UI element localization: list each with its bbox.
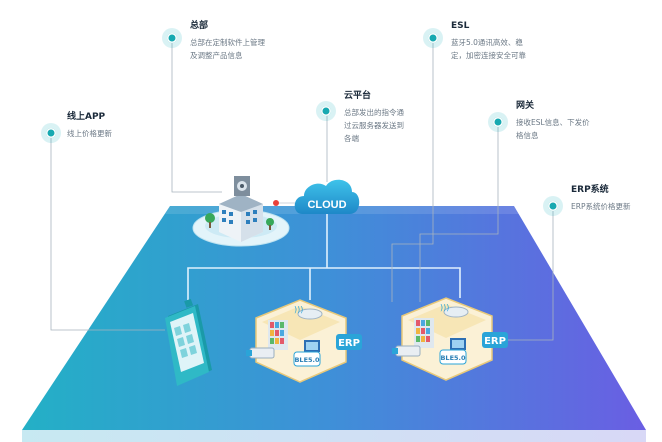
callout-title: ERP系统 xyxy=(571,185,609,195)
hq-marker-icon xyxy=(162,28,182,48)
erp-marker-icon xyxy=(543,196,563,216)
callout-erp: ERP系统 ERP系统价格更新 xyxy=(571,184,630,213)
callout-title: 网关 xyxy=(516,101,535,111)
erp-label-left: ERP xyxy=(338,338,360,349)
store-right: BLE5.0 ERP ))) xyxy=(392,297,508,381)
callout-desc-line: 总部在定制软件上管理 xyxy=(190,38,265,47)
online-app-marker-icon xyxy=(41,123,61,143)
callout-desc-line: ERP系统价格更新 xyxy=(571,202,631,211)
callout-online-app: 线上APP 线上价格更新 xyxy=(67,111,112,140)
mobile-device-icon xyxy=(165,298,212,386)
store-left: BLE5.0 ERP ))) xyxy=(246,299,362,383)
callout-cloud-platform: 云平台 总部发出的指令通 过云服务器发送到 各端 xyxy=(344,90,404,145)
callout-desc-line: 接收ESL信息、下发价 xyxy=(516,118,590,127)
network-lines xyxy=(187,214,461,300)
callout-desc-line: 各端 xyxy=(344,134,359,143)
callout-desc-line: 线上价格更新 xyxy=(67,129,112,138)
cloud-label: CLOUD xyxy=(307,199,346,211)
wifi-icon: ))) xyxy=(440,303,449,312)
esl-marker-icon xyxy=(423,28,443,48)
callout-gateway: 网关 接收ESL信息、下发价 格信息 xyxy=(516,100,590,142)
hq-building xyxy=(192,176,290,247)
callout-desc-line: 过云服务器发送到 xyxy=(344,121,404,130)
erp-label-right: ERP xyxy=(484,336,506,347)
callout-leaders xyxy=(50,42,554,341)
wifi-icon: ))) xyxy=(294,305,303,314)
ble-label-right: BLE5.0 xyxy=(440,354,466,362)
callout-desc-line: 蓝牙5.0通讯高效、稳 xyxy=(451,38,523,47)
callout-title: 云平台 xyxy=(344,91,372,101)
callout-title: ESL xyxy=(451,21,470,31)
callout-title: 线上APP xyxy=(67,112,106,122)
callout-title: 总部 xyxy=(190,21,209,31)
callout-desc-line: 及调整产品信息 xyxy=(190,51,243,60)
callout-hq: 总部 总部在定制软件上管理 及调整产品信息 xyxy=(190,20,265,62)
callout-desc-line: 总部发出的指令通 xyxy=(344,108,404,117)
cloud-icon: CLOUD xyxy=(294,179,360,214)
callout-esl: ESL 蓝牙5.0通讯高效、稳 定，加密连接安全可靠 xyxy=(451,20,526,62)
cloud-platform-marker-icon xyxy=(316,101,336,121)
gateway-marker-icon xyxy=(488,112,508,132)
callout-desc-line: 定，加密连接安全可靠 xyxy=(451,51,526,60)
callout-desc-line: 格信息 xyxy=(516,131,539,140)
ble-label-left: BLE5.0 xyxy=(294,356,320,364)
hq-connector-dot xyxy=(273,200,279,206)
